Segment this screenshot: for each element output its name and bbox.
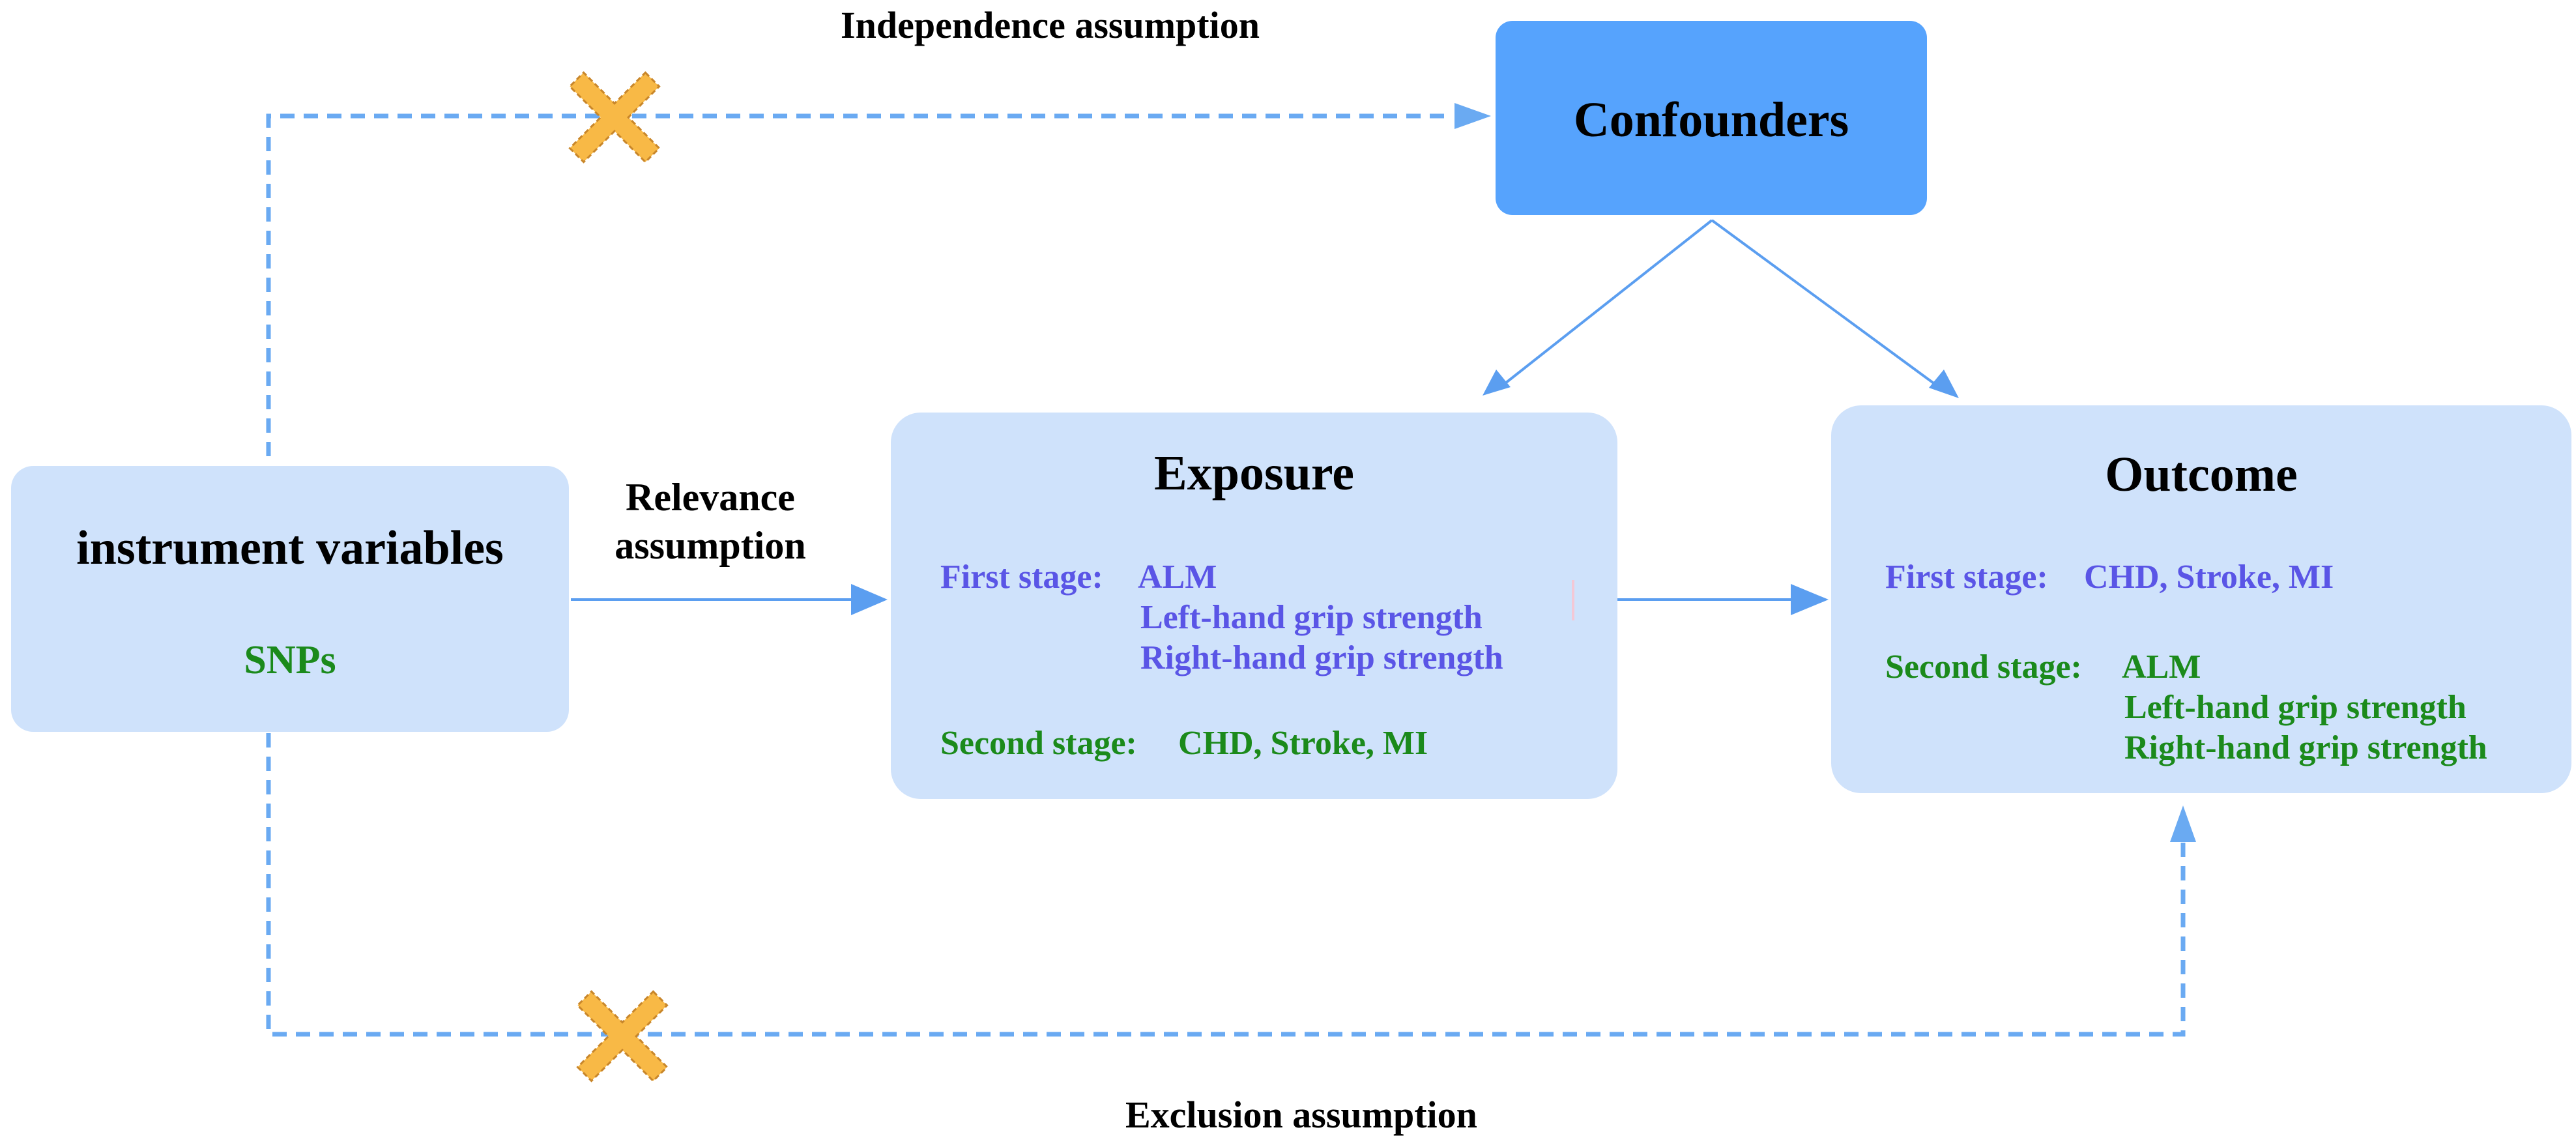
exposure-first-stage-label: First stage: — [940, 559, 1103, 596]
exclusion-path — [266, 733, 2196, 1037]
exposure-first-stage-item: ALM — [1138, 559, 1217, 596]
independence-assumption-label: Independence assumption — [841, 4, 1260, 46]
exposure-box — [891, 413, 1617, 799]
outcome-box — [1831, 405, 2571, 793]
exclusion-arrowhead — [2170, 806, 2196, 842]
outcome-second-stage-item: ALM — [2122, 648, 2201, 686]
snps-label: SNPs — [244, 638, 336, 682]
relevance-assumption-label-line1: Relevance — [626, 476, 795, 519]
confounder-outcome-arrowhead — [1929, 370, 1959, 398]
confounders-box — [1496, 21, 1927, 215]
outcome-first-stage-item: CHD, Stroke, MI — [2084, 559, 2334, 596]
text-cursor — [1572, 580, 1574, 620]
confounder-arrows — [1483, 219, 1959, 398]
exclusion-assumption-label: Exclusion assumption — [1125, 1094, 1477, 1136]
exposure-second-stage-label: Second stage: — [940, 725, 1137, 762]
independence-arrowhead — [1454, 103, 1491, 129]
outcome-second-stage-item: Right-hand grip strength — [2124, 729, 2487, 766]
relevance-assumption-label-line2: assumption — [615, 524, 806, 567]
instrument-title: instrument variables — [76, 521, 504, 575]
outcome-second-stage-label: Second stage: — [1885, 648, 2082, 686]
instrument-variables-box — [11, 466, 569, 732]
exposure-second-stage-item: CHD, Stroke, MI — [1178, 725, 1428, 762]
outcome-title: Outcome — [2105, 447, 2298, 502]
outcome-second-stage-item: Left-hand grip strength — [2124, 689, 2467, 726]
exposure-outcome-arrow — [1616, 584, 1829, 615]
exposure-first-stage-item: Right-hand grip strength — [1140, 639, 1503, 676]
exposure-first-stage-item: Left-hand grip strength — [1140, 599, 1483, 636]
exposure-title: Exposure — [1154, 446, 1354, 501]
confounders-title: Confounders — [1573, 93, 1849, 147]
relevance-arrow — [571, 584, 888, 615]
confounder-exposure-arrowhead — [1483, 370, 1511, 396]
independence-path — [266, 103, 1491, 456]
exclusion-cross-icon — [576, 990, 669, 1082]
outcome-first-stage-label: First stage: — [1885, 559, 2048, 596]
independence-cross-icon — [568, 71, 661, 164]
